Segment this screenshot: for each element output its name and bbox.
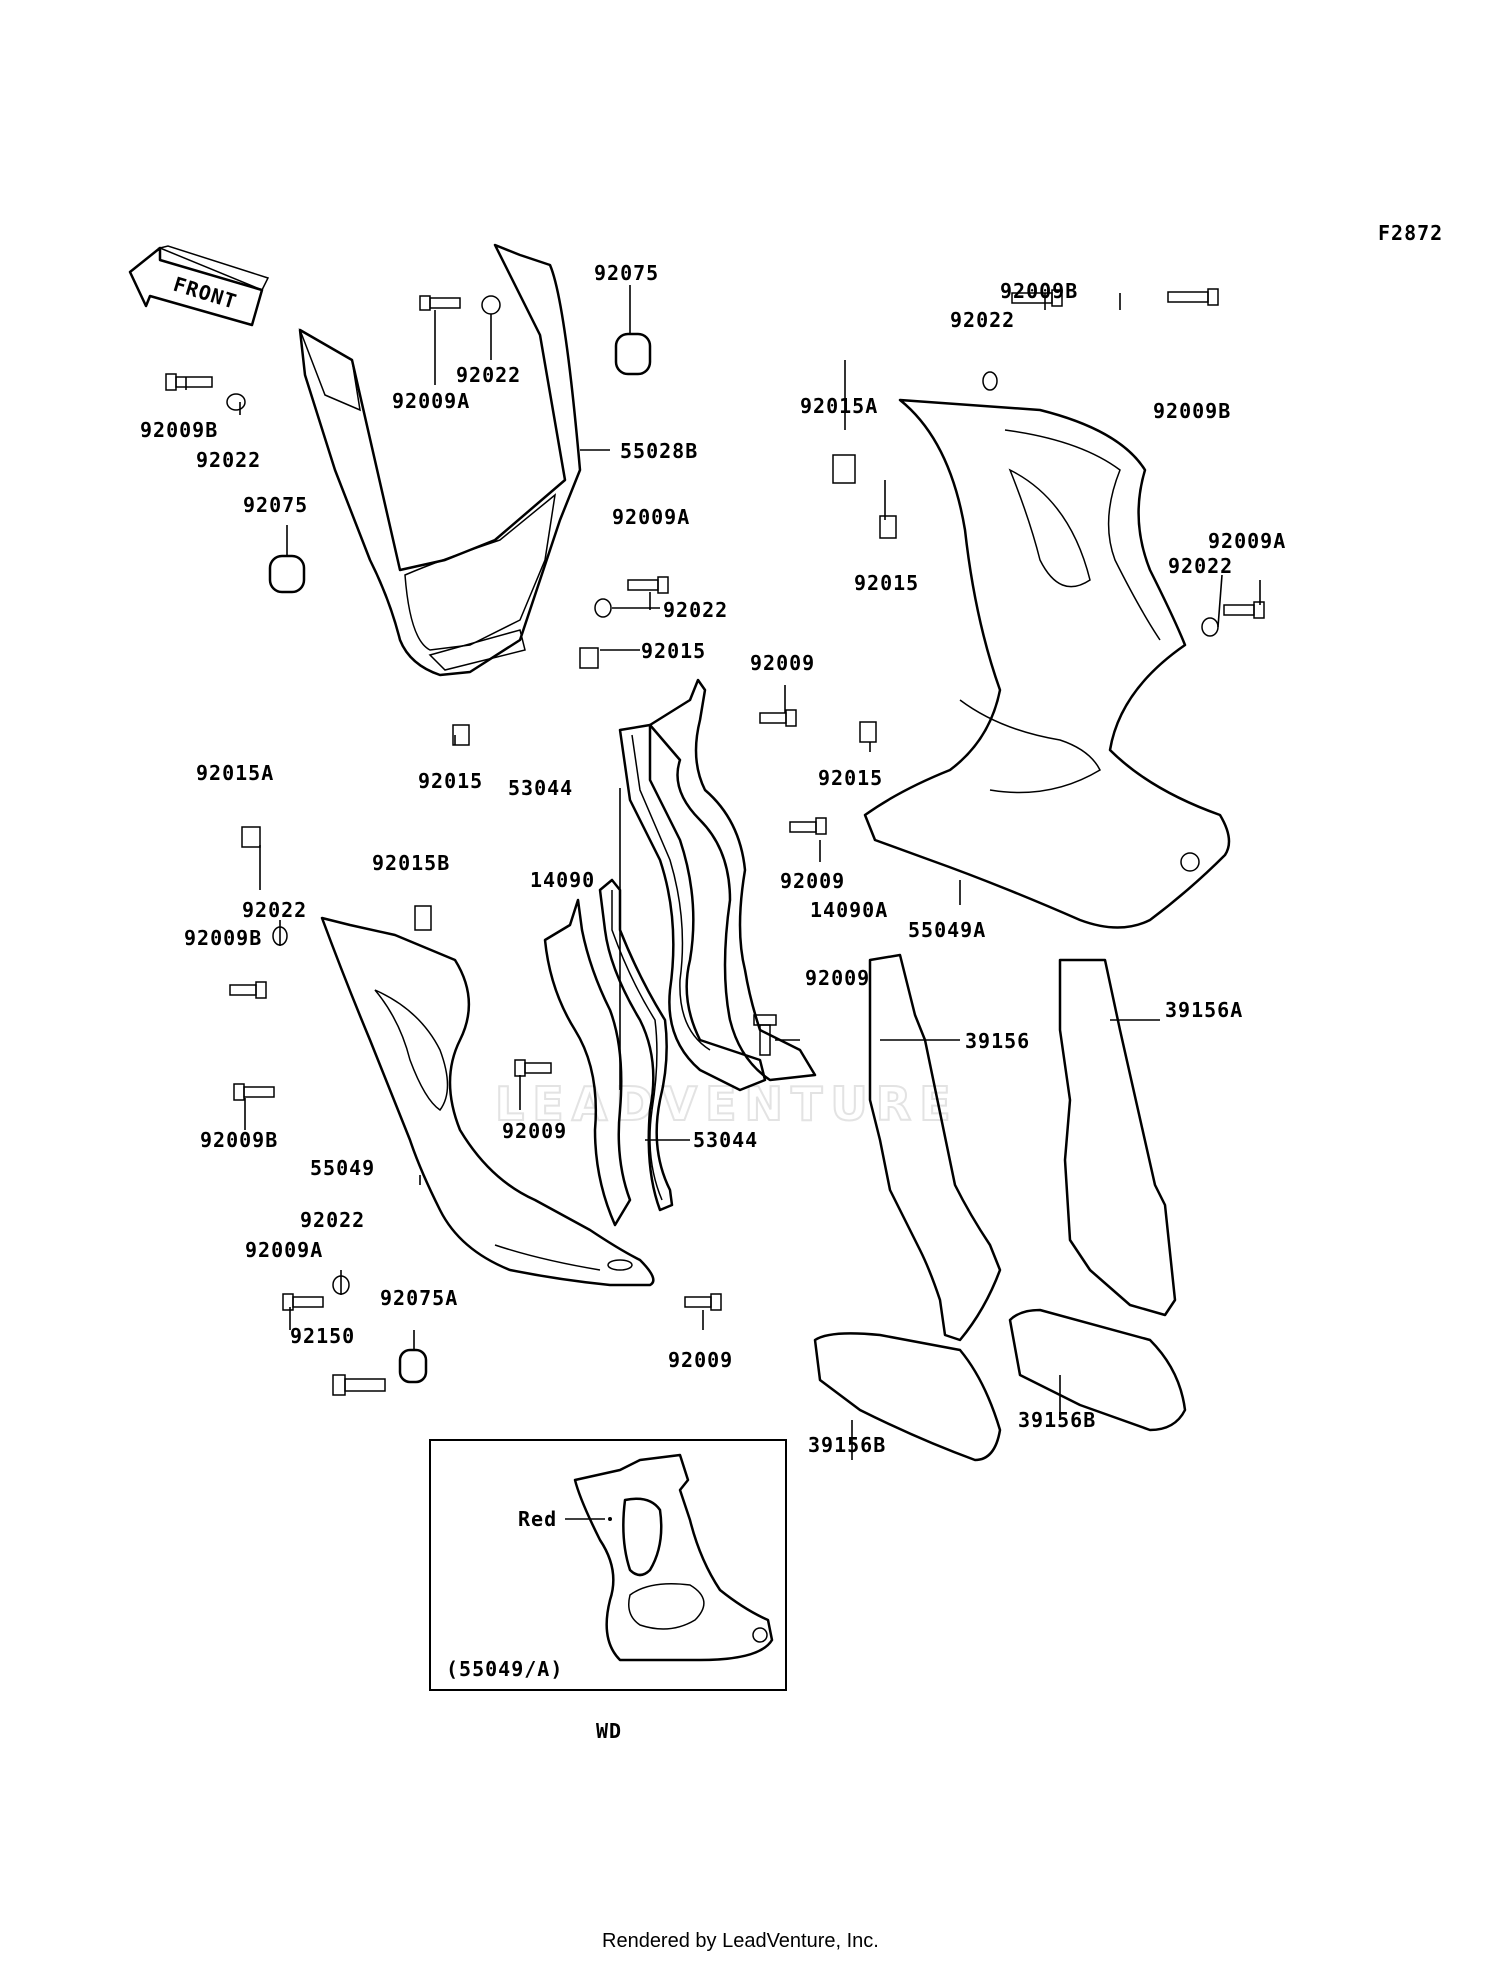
part-label: 92009 — [668, 1348, 733, 1372]
part-label: 55049A — [908, 918, 986, 942]
part-label: 55049 — [310, 1156, 375, 1180]
part-label: 92009A — [1208, 529, 1286, 553]
inset-variant-label: WD — [596, 1719, 622, 1743]
part-label: 92015 — [854, 571, 919, 595]
part-label: 92015 — [641, 639, 706, 663]
part-label: 92009 — [750, 651, 815, 675]
inner-panel-53044-lower — [598, 878, 674, 1212]
part-label: 92015B — [372, 851, 450, 875]
part-label: 92009B — [200, 1128, 278, 1152]
part-label: 14090A — [810, 898, 888, 922]
left-cowl-55049 — [320, 916, 655, 1287]
part-label: 92075 — [594, 261, 659, 285]
front-arrow-icon: FRONT — [128, 245, 270, 327]
part-label: 53044 — [508, 776, 573, 800]
part-label: 92022 — [196, 448, 261, 472]
pad-39156b-left — [813, 1332, 1002, 1462]
part-label: 92150 — [290, 1324, 355, 1348]
inset-caption: (55049/A) — [446, 1657, 563, 1681]
part-label: 92022 — [456, 363, 521, 387]
variant-inset: Red (55049/A) — [429, 1439, 787, 1691]
footer-credit: Rendered by LeadVenture, Inc. — [602, 1930, 879, 1952]
part-label: 92022 — [950, 308, 1015, 332]
leader-lines — [185, 285, 1261, 1460]
part-label: 92075 — [243, 493, 308, 517]
part-label: 14090 — [530, 868, 595, 892]
part-label: 39156 — [965, 1029, 1030, 1053]
part-label: 92009 — [780, 869, 845, 893]
part-label: 92015 — [418, 769, 483, 793]
part-label: 92009A — [612, 505, 690, 529]
inner-panel-14090a — [648, 678, 817, 1082]
part-label: 39156B — [1018, 1408, 1096, 1432]
part-label: 92022 — [1168, 554, 1233, 578]
part-label: 92022 — [663, 598, 728, 622]
part-label: 92015A — [196, 761, 274, 785]
part-label: 92009 — [502, 1119, 567, 1143]
inner-panel-14090 — [543, 898, 632, 1227]
part-label: 39156B — [808, 1433, 886, 1457]
right-cowl-55049a — [863, 398, 1231, 929]
part-label: 92009 — [805, 966, 870, 990]
inset-note-red: Red — [518, 1507, 557, 1531]
part-label: 92009A — [392, 389, 470, 413]
upper-cowl-55028b — [298, 243, 582, 677]
pad-39156b-right — [1008, 1308, 1187, 1432]
part-label: 92022 — [242, 898, 307, 922]
part-label: 92009B — [140, 418, 218, 442]
part-label: 92009B — [1153, 399, 1231, 423]
front-arrow-label: FRONT — [171, 272, 240, 314]
pad-39156a — [1058, 958, 1177, 1317]
part-label: 92022 — [300, 1208, 365, 1232]
figure-code: F2872 — [1378, 221, 1443, 245]
part-label: 92015A — [800, 394, 878, 418]
part-label: 39156A — [1165, 998, 1243, 1022]
part-label: 92009B — [184, 926, 262, 950]
part-label: 55028B — [620, 439, 698, 463]
part-label: 92015 — [818, 766, 883, 790]
part-label: 92009B — [1000, 279, 1078, 303]
pad-39156 — [868, 953, 1002, 1342]
inner-panel-53044-upper — [618, 723, 767, 1092]
part-label: 92009A — [245, 1238, 323, 1262]
part-label: 53044 — [693, 1128, 758, 1152]
part-label: 92075A — [380, 1286, 458, 1310]
